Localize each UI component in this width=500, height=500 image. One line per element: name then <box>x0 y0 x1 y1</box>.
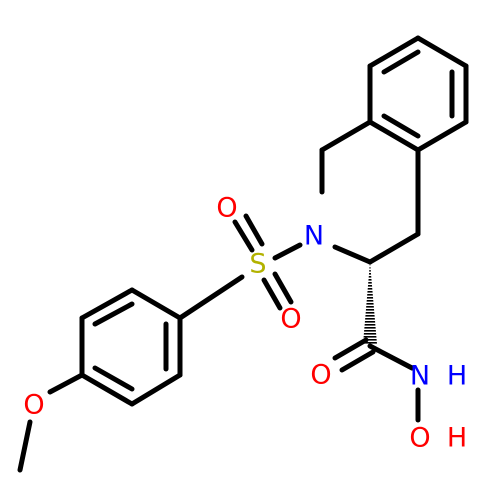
bond <box>415 119 469 153</box>
bond-s-aryl <box>177 274 245 321</box>
bond <box>332 337 369 361</box>
bond <box>129 287 183 321</box>
atom-h-hydroxyl: H <box>447 423 467 454</box>
bond-o-methyl <box>17 419 33 473</box>
bond <box>272 271 294 305</box>
atom-o-hydroxyl: O <box>409 423 430 454</box>
bond <box>319 119 373 153</box>
atom-n-ring: N <box>304 221 324 252</box>
bond-aryl-o <box>47 372 85 395</box>
bond <box>129 372 183 407</box>
bond <box>79 287 135 321</box>
bond-c-n-amide <box>367 343 415 371</box>
atom-o-carbonyl: O <box>310 360 331 391</box>
bond <box>243 213 265 247</box>
benzo-ring <box>367 35 469 153</box>
sulfonyl-oxygens-bonds <box>232 213 294 311</box>
bond <box>261 277 283 311</box>
atom-o-sulfonyl-lower: O <box>280 304 301 335</box>
methoxyphenyl-ring <box>79 287 183 407</box>
bond <box>367 119 421 153</box>
atom-n-amide: N <box>410 361 430 392</box>
double-bond-inner <box>92 365 135 392</box>
atom-h-amide: H <box>447 361 467 392</box>
atom-o-sulfonyl-upper: O <box>216 193 237 224</box>
tetrahydro-ring <box>319 119 421 265</box>
bond <box>79 372 135 407</box>
bond <box>339 349 376 373</box>
bond <box>415 35 469 69</box>
bond-n-s <box>272 242 303 261</box>
double-bond-inner <box>381 49 421 75</box>
bond <box>332 244 373 265</box>
atom-o-methoxy: O <box>23 390 44 421</box>
double-bond-inner <box>92 301 135 327</box>
bond <box>367 231 421 265</box>
stereo-hashed-wedge <box>363 262 377 344</box>
bond <box>232 219 255 253</box>
atom-s: S <box>249 249 266 280</box>
double-bond-inner <box>381 113 421 139</box>
bond <box>367 35 421 69</box>
